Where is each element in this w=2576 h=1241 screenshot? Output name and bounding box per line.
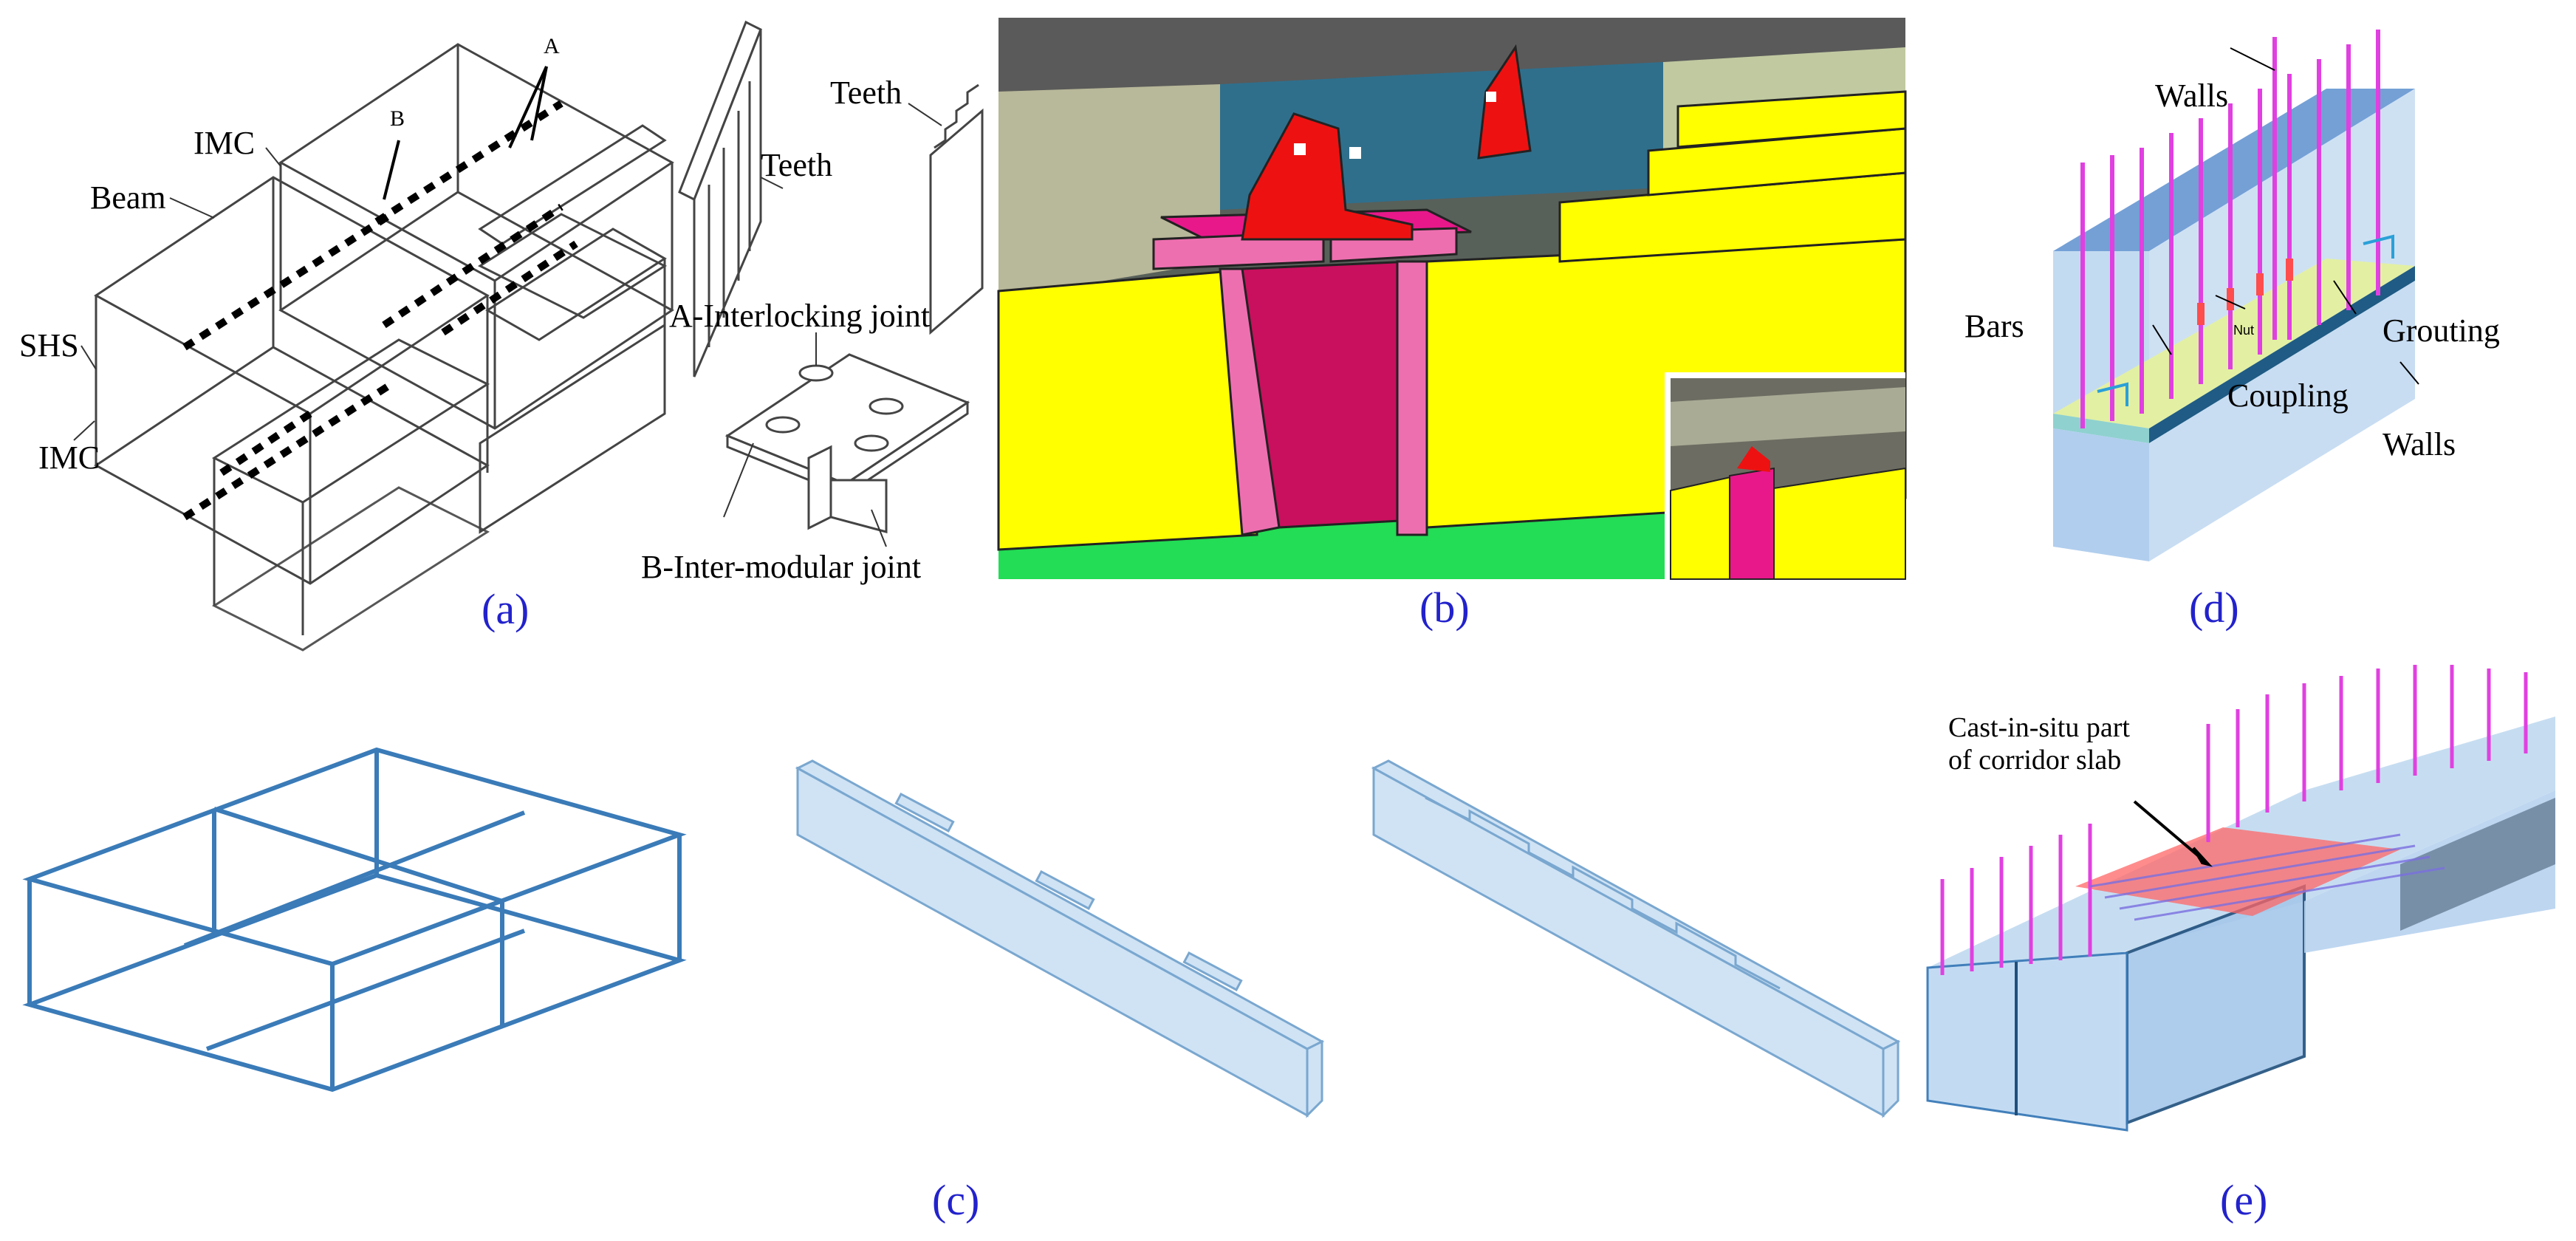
- label-grouting: Grouting: [2383, 312, 2500, 349]
- label-a-joint: A-Interlocking joint: [669, 298, 931, 334]
- caption-c: (c): [932, 1176, 980, 1224]
- panel-d: Walls Bars Nut Grouting Coupling Walls: [1950, 15, 2576, 584]
- beam-two: [1371, 759, 1901, 1118]
- label-point-a: A: [544, 34, 560, 58]
- panel-a-drawing: [73, 20, 984, 652]
- panel-a: IMC Beam SHS IMC A B Teeth Teeth A-Inter…: [0, 0, 990, 652]
- caption-e: (e): [2220, 1176, 2268, 1224]
- cast-in-situ-slab: [2075, 827, 2400, 916]
- label-walls-bottom: Walls: [2383, 426, 2456, 462]
- panel-c-drawing: [22, 747, 1901, 1118]
- panel-e-drawing: [1926, 665, 2555, 1132]
- rebar-bars-e: [1940, 665, 2528, 975]
- panel-c: [22, 724, 1928, 1152]
- panel-e: Cast-in-situ part of corridor slab: [1913, 643, 2576, 1152]
- label-shs: SHS: [19, 327, 79, 363]
- label-teeth-right: Teeth: [761, 147, 833, 183]
- rebar-bars: [2080, 30, 2380, 428]
- label-beam: Beam: [90, 180, 166, 216]
- caption-d: (d): [2189, 584, 2239, 632]
- module-top-left: [278, 43, 674, 282]
- label-nut: Nut: [2233, 323, 2255, 338]
- panel-b: [997, 18, 1907, 580]
- panel-d-drawing: [2053, 30, 2419, 561]
- label-cast-line2: of corridor slab: [1948, 745, 2122, 776]
- label-coupling: Coupling: [2227, 377, 2349, 414]
- label-b-joint: B-Inter-modular joint: [641, 549, 922, 585]
- beam-one: [795, 759, 1325, 1118]
- label-cast-line1: Cast-in-situ part: [1948, 712, 2130, 743]
- label-walls-top: Walls: [2155, 78, 2229, 114]
- panel-b-render: [997, 18, 1907, 580]
- label-point-b: B: [390, 106, 405, 131]
- caption-a: (a): [482, 585, 530, 633]
- label-imc-bottom: IMC: [38, 440, 100, 476]
- caption-b: (b): [1419, 584, 1470, 632]
- label-teeth-left: Teeth: [830, 75, 902, 111]
- label-imc-top: IMC: [193, 125, 256, 161]
- modular-frame: [22, 747, 687, 1093]
- label-bars: Bars: [1964, 308, 2024, 344]
